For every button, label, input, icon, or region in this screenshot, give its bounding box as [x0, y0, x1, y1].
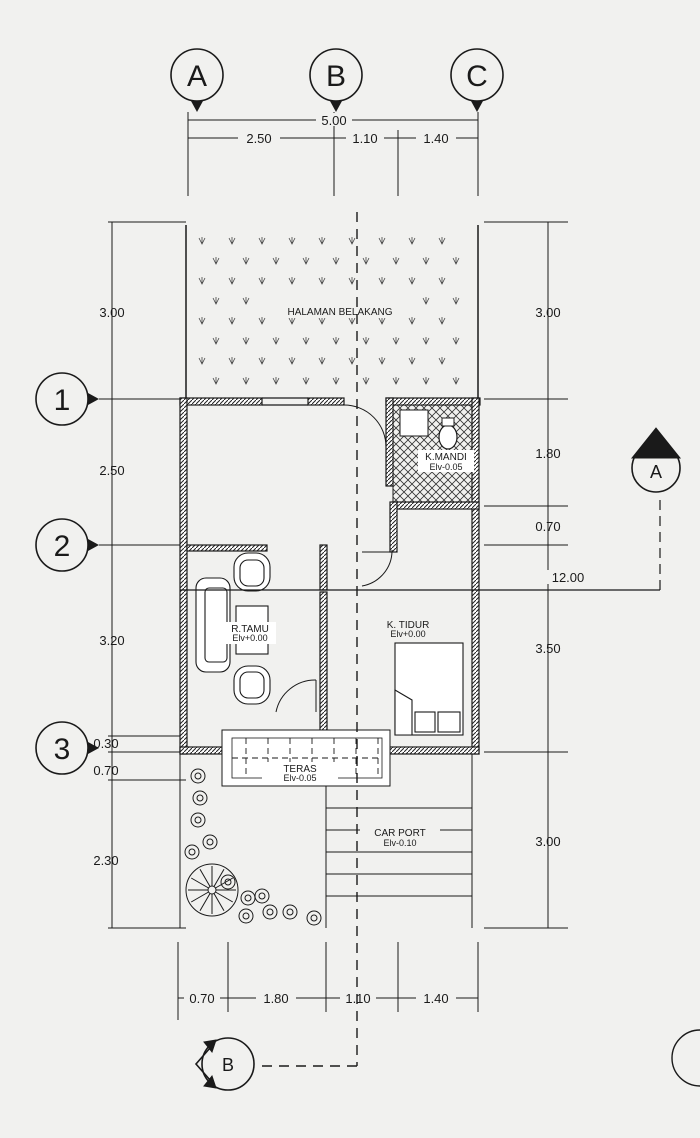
grid-row-1: 1 [35, 372, 170, 426]
room-carport-label: CAR PORT [374, 828, 426, 839]
dim-right-2: 1.80 [535, 446, 560, 461]
room-bedroom-label: K. TIDUR [387, 620, 430, 631]
dim-right-1: 3.00 [535, 305, 560, 320]
section-line-b [194, 212, 358, 1091]
dim-right-4: 3.50 [535, 641, 560, 656]
section-a-label: A [650, 462, 662, 482]
room-terrace-label: TERAS [283, 764, 317, 775]
dim-right-3: 0.70 [535, 519, 560, 534]
bathroom: K.MANDI Elv-0.05 [392, 404, 474, 503]
grid-column-a: A [170, 48, 224, 112]
building-walls [179, 397, 481, 755]
dim-top-3: 1.40 [423, 131, 448, 146]
dim-bottom-4: 1.40 [423, 991, 448, 1006]
dim-left-4: 0.30 [93, 736, 118, 751]
room-bedroom-elevation: Elv+0.00 [390, 629, 425, 639]
grid-label-c: C [466, 60, 488, 93]
dim-left-2: 2.50 [99, 463, 124, 478]
bottom-dimension-lines [177, 942, 479, 1020]
tree-icon [185, 863, 239, 917]
room-bathroom-elevation: Elv-0.05 [429, 462, 462, 472]
grid-label-b: B [326, 60, 346, 93]
dim-left-5: 0.70 [93, 763, 118, 778]
grid-label-a: A [187, 60, 207, 93]
room-backyard-label: HALAMAN BELAKANG [287, 307, 392, 318]
dim-bottom-2: 1.80 [263, 991, 288, 1006]
edge-bubble-partial [671, 1029, 700, 1087]
dim-bottom-1: 0.70 [189, 991, 214, 1006]
room-living-label: R.TAMU [231, 624, 269, 635]
dim-bottom-3: 1.10 [345, 991, 370, 1006]
dim-top-total: 5.00 [321, 113, 346, 128]
dim-left-3: 3.20 [99, 633, 124, 648]
room-carport-elevation: Elv-0.10 [383, 838, 416, 848]
garden-plants [179, 754, 322, 928]
room-bathroom-label: K.MANDI [425, 452, 467, 463]
grid-row-3: 3 [35, 721, 99, 775]
dim-right-5: 3.00 [535, 834, 560, 849]
grid-label-3: 3 [54, 733, 71, 766]
grid-column-c: C [450, 48, 504, 112]
grid-column-b: B [309, 48, 363, 112]
dim-left-1: 3.00 [99, 305, 124, 320]
dim-left-6: 2.30 [93, 853, 118, 868]
grid-label-2: 2 [54, 530, 71, 563]
terrace: TERAS Elv-0.05 [221, 729, 391, 787]
backyard-area: HALAMAN BELAKANG [185, 225, 479, 398]
grass-hatch [198, 237, 460, 385]
dim-top-2: 1.10 [352, 131, 377, 146]
grid-label-1: 1 [54, 384, 71, 417]
section-line-a [180, 427, 682, 591]
bed-icon [394, 642, 464, 736]
room-terrace-elevation: Elv-0.05 [283, 773, 316, 783]
left-dimension-lines [108, 221, 186, 929]
room-living-elevation: Elv+0.00 [232, 633, 267, 643]
grid-row-2: 2 [35, 518, 170, 572]
dim-section-total: 12.00 [552, 570, 585, 585]
doors [275, 404, 393, 713]
section-b-label: B [222, 1055, 234, 1075]
toilet-icon [438, 424, 458, 450]
dim-top-1: 2.50 [246, 131, 271, 146]
